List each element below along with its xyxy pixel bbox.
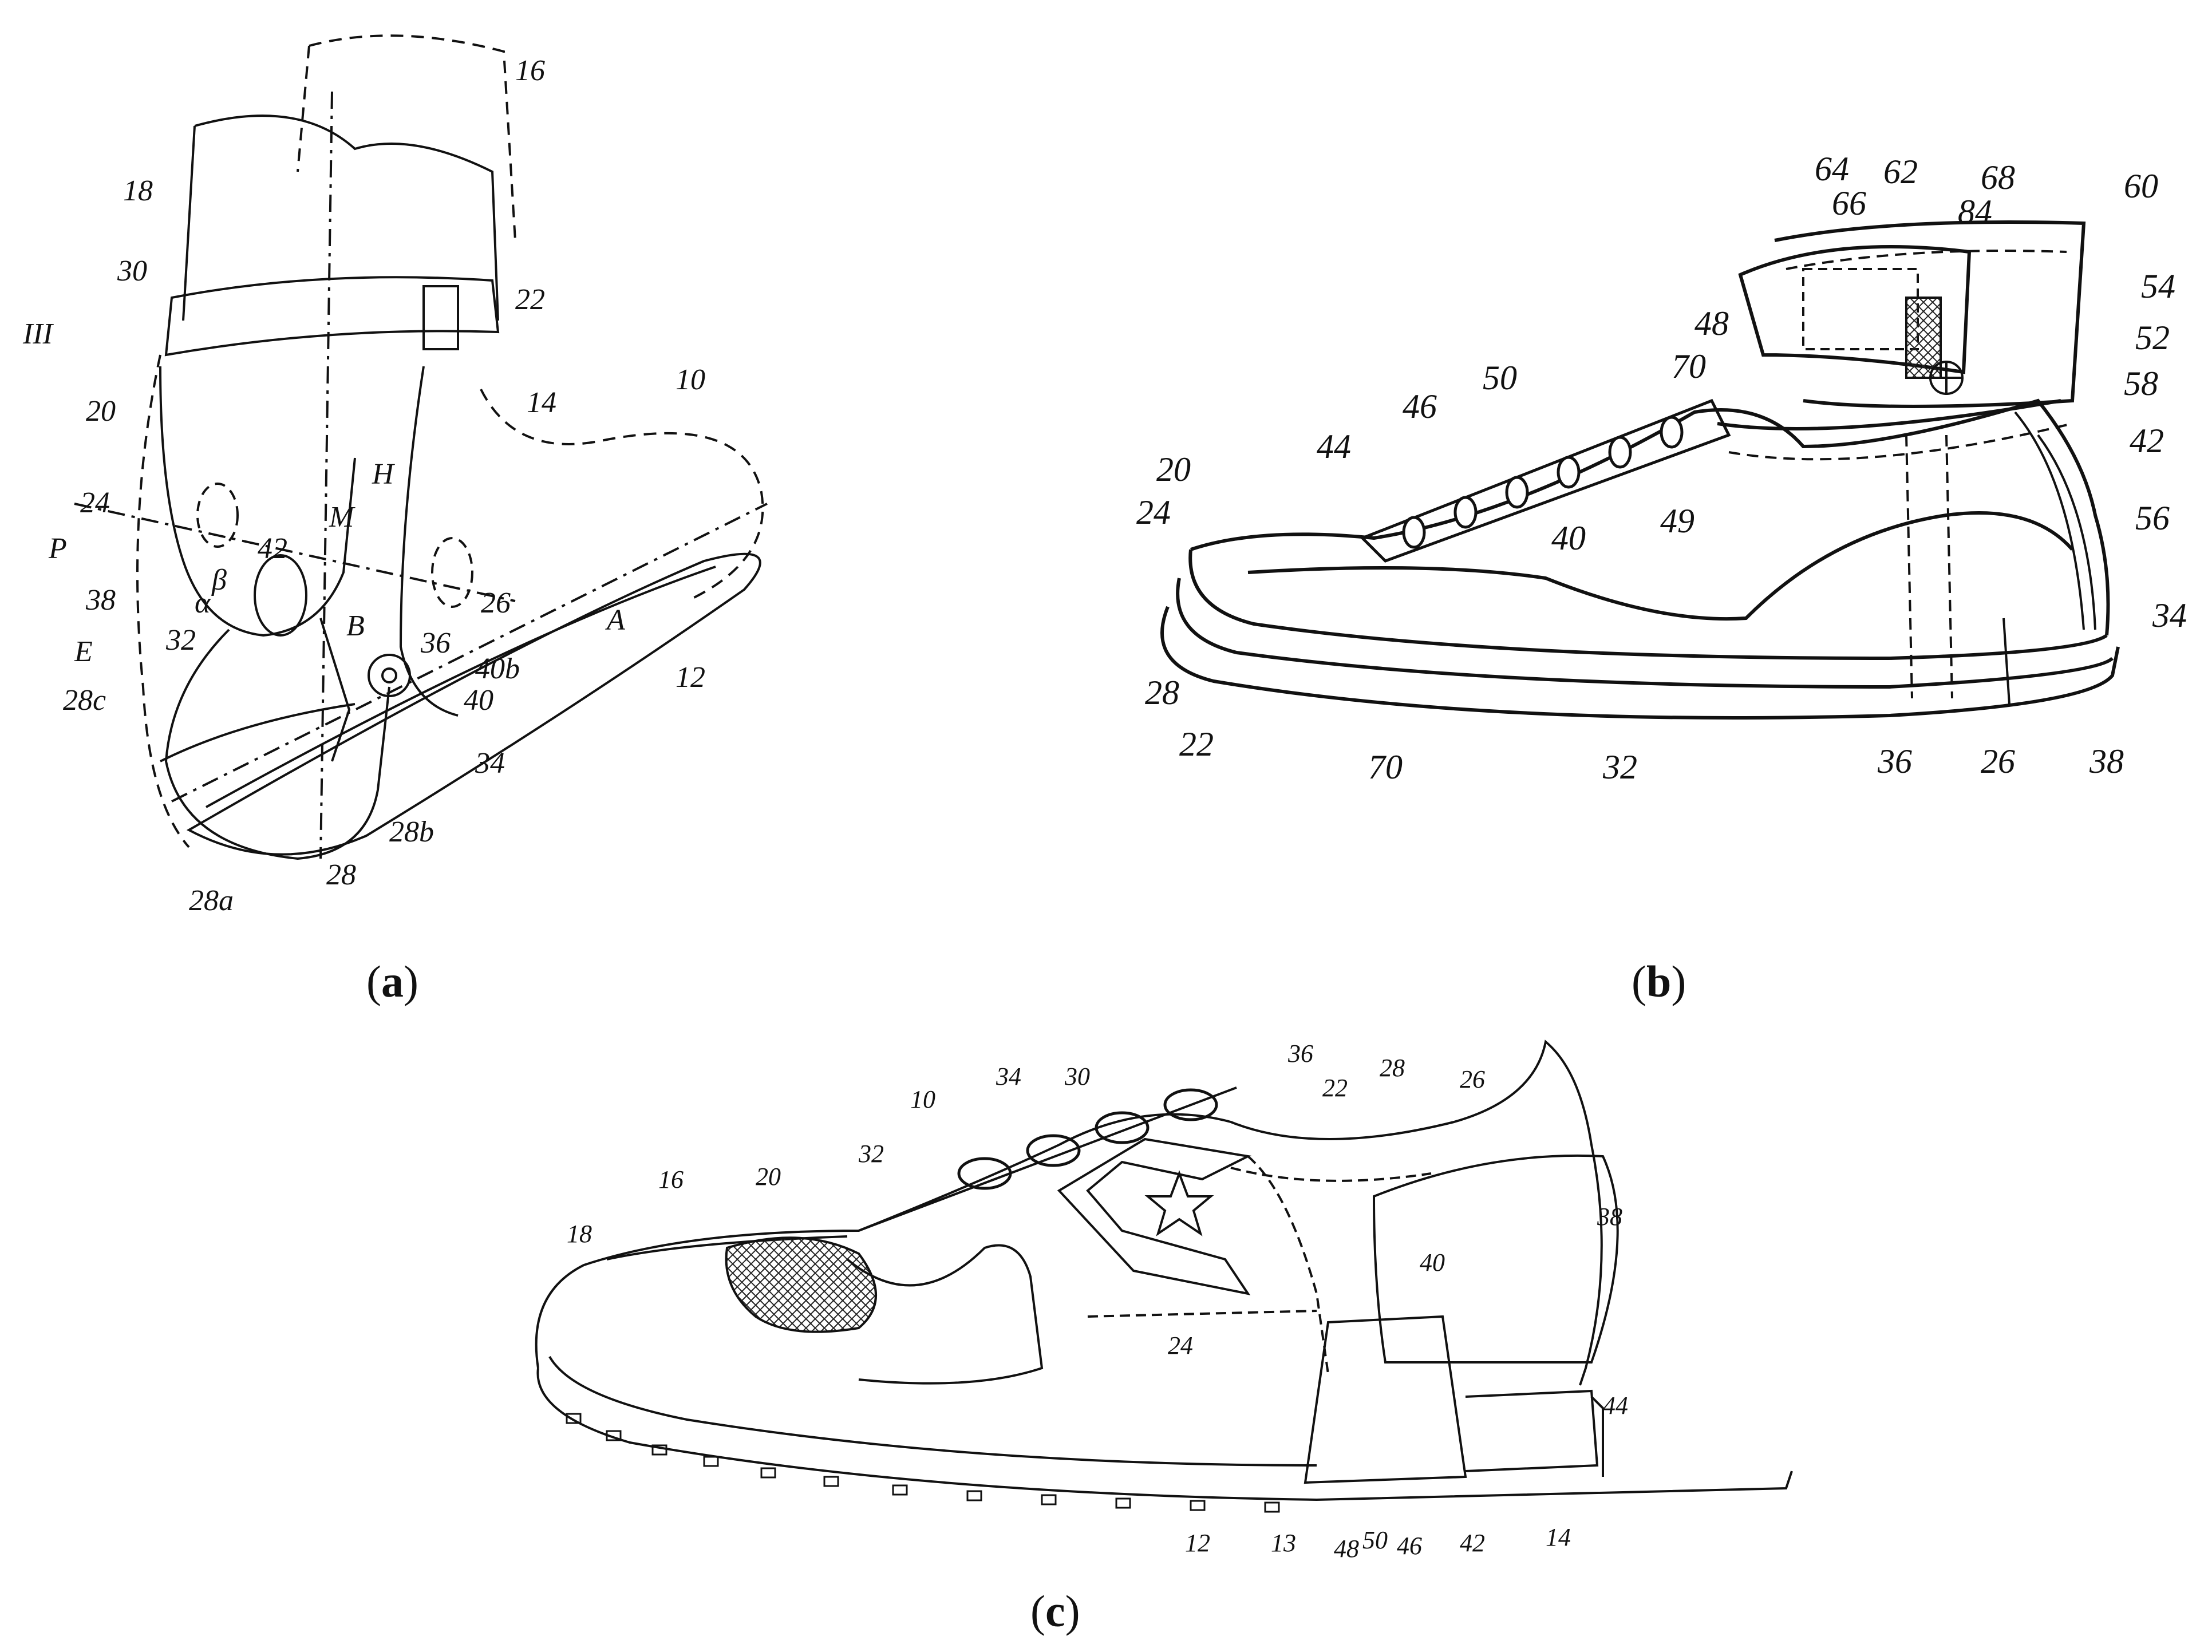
label: 62 [1883,153,1918,191]
label: 68 [1981,159,2015,196]
label: B [346,610,365,642]
label: E [74,635,93,668]
label: 26 [1981,742,2015,780]
label: 42 [258,532,287,565]
label: III [22,318,54,350]
label: β [211,564,227,596]
label: 24 [1136,493,1171,531]
label: 28b [389,816,434,848]
label: 26 [481,587,511,619]
label: 48 [1334,1535,1359,1563]
label: 14 [527,386,556,419]
label: 32 [1602,748,1637,786]
label: 34 [996,1062,1021,1090]
panel-b-labels: 64 66 62 68 60 84 54 48 52 70 50 58 46 4… [1136,150,2187,786]
label: 18 [123,175,153,207]
label: 42 [1460,1529,1485,1557]
label: 34 [2152,596,2187,634]
label: 18 [567,1220,592,1248]
label: 70 [1672,347,1706,385]
label: 28c [63,684,106,717]
label: M [329,501,356,533]
label: H [372,458,395,491]
label: 66 [1832,184,1866,222]
label: 40b [475,653,520,685]
label: 16 [515,54,545,87]
panel-a-labels: 16 18 30 22 III 10 14 20 24 H M P 42 26 … [22,54,705,917]
label: 16 [658,1165,684,1193]
label: 36 [1877,742,1912,780]
label: 38 [1597,1203,1622,1231]
label: 20 [756,1163,781,1191]
label: 56 [2135,499,2170,537]
caption-letter: a [381,957,404,1006]
label: 36 [420,627,451,659]
panel-c-labels: 36 34 30 10 22 28 26 32 16 20 18 38 40 2… [567,1040,1628,1563]
label: 34 [475,747,505,780]
label: 24 [80,487,110,519]
label: α [195,587,211,619]
label: 10 [910,1085,935,1113]
label: 40 [1551,519,1586,557]
label: 40 [1420,1248,1445,1276]
panel-b-drawing [1160,220,2120,720]
caption-a: (a) [366,957,418,1006]
label: 50 [1483,359,1517,397]
label: 48 [1694,305,1729,342]
label: 30 [117,255,147,287]
label: 52 [2135,319,2170,357]
caption-c: (c) [1030,1586,1080,1636]
label: 12 [676,661,705,694]
label: 40 [464,684,493,717]
label: 22 [1322,1074,1348,1102]
label: 28 [1380,1054,1405,1082]
label: 58 [2124,365,2158,402]
label: P [48,532,67,565]
label: 38 [2089,742,2124,780]
label: 49 [1660,502,1694,540]
caption-letter: c [1045,1586,1065,1636]
panel-a-drawing [74,34,768,860]
label: 24 [1168,1331,1193,1359]
label: 30 [1064,1062,1090,1090]
label: 50 [1362,1526,1388,1554]
label: 22 [515,283,545,316]
label: 44 [1317,428,1351,465]
label: 10 [676,363,705,396]
label: 28a [189,884,234,917]
label: 64 [1815,150,1849,188]
label: 32 [858,1140,884,1168]
label: 12 [1185,1529,1210,1557]
label: 20 [86,395,116,428]
label: 20 [1156,450,1191,488]
label: 46 [1397,1532,1422,1560]
panel-c-drawing [535,1040,1793,1513]
label: 42 [2130,422,2164,460]
label: 84 [1958,193,1992,231]
label: 44 [1603,1392,1628,1420]
label: 28 [326,859,356,891]
label: 38 [85,584,116,616]
caption-letter: b [1646,957,1672,1006]
label: 28 [1145,674,1179,712]
label: 60 [2124,167,2158,205]
label: 32 [165,624,196,657]
label: 13 [1271,1529,1296,1557]
label: 26 [1460,1065,1485,1093]
caption-b: (b) [1632,957,1686,1006]
label: 46 [1403,388,1437,425]
label: 70 [1368,748,1403,786]
label: 14 [1546,1523,1571,1551]
label: 54 [2141,267,2175,305]
label: 22 [1179,725,1214,763]
label: A [605,604,625,637]
label: 36 [1287,1040,1313,1068]
